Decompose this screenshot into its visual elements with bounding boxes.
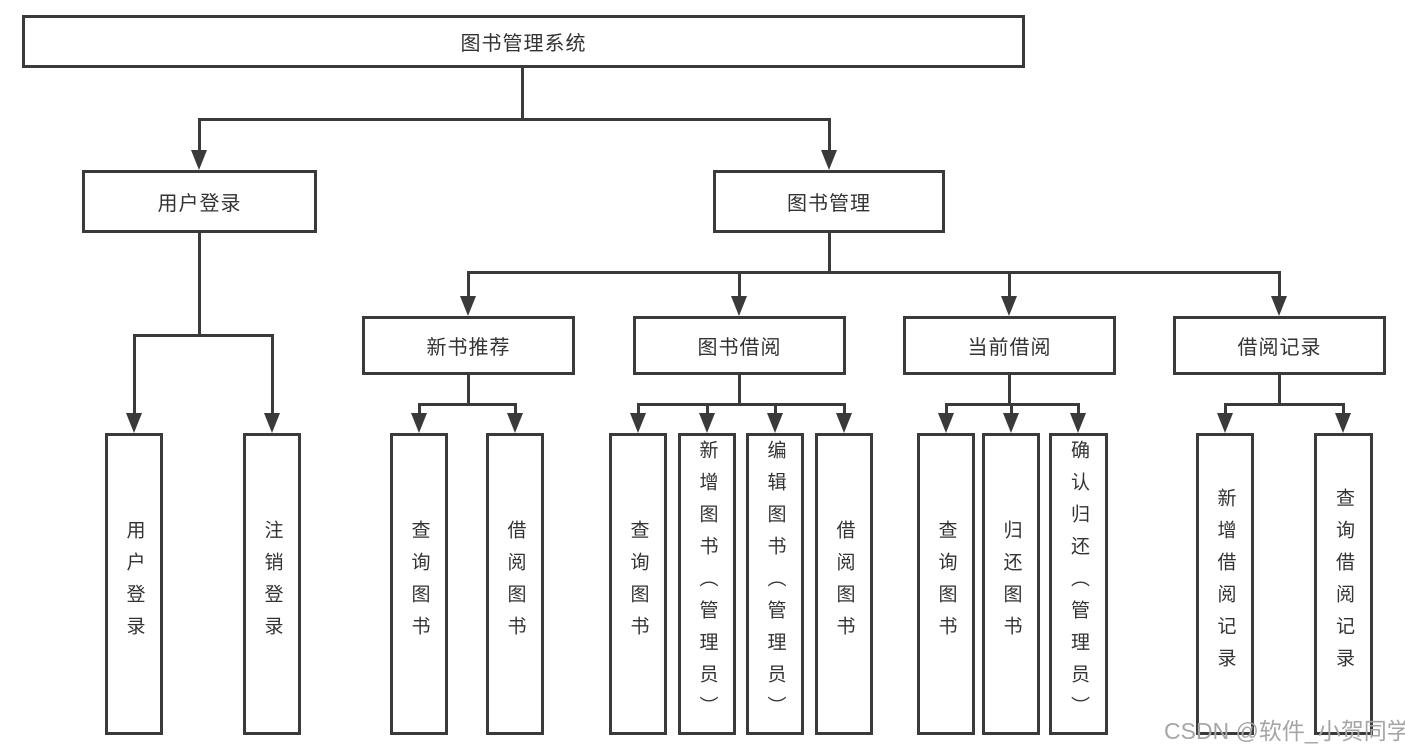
connector-user-login-stem (198, 233, 201, 337)
node-label: 新书推荐 (426, 337, 511, 359)
arrow-down-icon (1217, 413, 1233, 433)
arrow-down-icon (938, 413, 954, 433)
connector-drop (945, 403, 948, 415)
leaf-label: 查询图书 (627, 520, 649, 648)
connector-user-login-horizontal (133, 334, 274, 337)
leaf-label: 查询借阅记录 (1333, 488, 1354, 680)
leaf-label: 查询图书 (408, 520, 430, 648)
connector-drop-new-book (467, 271, 470, 298)
leaf-label: 编辑图书（管理员） (764, 440, 786, 728)
connector-drop-current-borrowing (1008, 271, 1011, 298)
arrow-down-icon (731, 296, 747, 316)
node-current-borrowing: 当前借阅 (903, 316, 1116, 375)
connector-new-book-stem (467, 375, 470, 406)
node-user-login: 用户登录 (82, 170, 317, 233)
connector-drop-book-management (828, 118, 831, 152)
leaf-add-books-admin: 新增图书（管理员） (678, 433, 736, 735)
node-label: 当前借阅 (967, 337, 1052, 359)
leaf-label: 查询图书 (935, 520, 957, 648)
arrow-down-icon (126, 413, 142, 433)
connector-borrowing-records-horizontal (1224, 403, 1344, 406)
node-borrowing-records: 借阅记录 (1173, 316, 1386, 375)
connector-drop-leaf-user-login (133, 334, 136, 415)
connector-current-borrowing-stem (1008, 375, 1011, 406)
arrow-down-icon (1003, 413, 1019, 433)
leaf-borrow-books-recommend: 借阅图书 (486, 433, 544, 735)
arrow-down-icon (507, 413, 523, 433)
connector-drop-leaf-logout (271, 334, 274, 415)
node-label: 用户登录 (157, 193, 242, 215)
arrow-down-icon (767, 413, 783, 433)
arrow-down-icon (411, 413, 427, 433)
leaf-label: 确认归还（管理员） (1068, 440, 1089, 728)
leaf-query-borrow-record: 查询借阅记录 (1314, 433, 1373, 735)
connector-drop (1010, 403, 1013, 415)
connector-book-management-stem (828, 233, 831, 274)
connector-new-book-horizontal (418, 403, 517, 406)
node-label: 图书管理 (787, 193, 871, 215)
leaf-query-books-current: 查询图书 (917, 433, 975, 735)
arrow-down-icon (836, 413, 852, 433)
connector-drop (1224, 403, 1227, 415)
connector-level1-horizontal (198, 118, 831, 121)
leaf-label: 注销登录 (261, 520, 283, 648)
connector-drop (843, 403, 846, 415)
node-label: 图书借阅 (697, 337, 782, 359)
leaf-label: 新增借阅记录 (1214, 488, 1236, 680)
connector-drop (637, 403, 640, 415)
arrow-down-icon (191, 150, 207, 170)
connector-level2-horizontal (467, 271, 1281, 274)
connector-drop (1342, 403, 1345, 415)
arrow-down-icon (821, 150, 837, 170)
node-new-book-recommendation: 新书推荐 (362, 316, 575, 375)
leaf-label: 归还图书 (1000, 520, 1022, 648)
connector-book-borrowing-stem (738, 375, 741, 406)
connector-drop (706, 403, 709, 415)
arrow-down-icon (630, 413, 646, 433)
connector-drop (1077, 403, 1080, 415)
connector-root-stem (521, 67, 524, 119)
arrow-down-icon (1271, 296, 1287, 316)
connector-drop-book-borrowing (738, 271, 741, 298)
arrow-down-icon (1001, 296, 1017, 316)
leaf-borrow-books-borrowing: 借阅图书 (815, 433, 873, 735)
connector-borrowing-records-stem (1278, 375, 1281, 406)
leaf-label: 借阅图书 (833, 520, 855, 648)
connector-drop-borrowing-records (1278, 271, 1281, 298)
arrow-down-icon (699, 413, 715, 433)
arrow-down-icon (1335, 413, 1351, 433)
leaf-label: 用户登录 (123, 520, 145, 648)
connector-book-borrowing-horizontal (637, 403, 846, 406)
leaf-label: 借阅图书 (504, 520, 526, 648)
node-book-borrowing: 图书借阅 (633, 316, 846, 375)
leaf-confirm-return-admin: 确认归还（管理员） (1049, 433, 1108, 735)
connector-drop (774, 403, 777, 415)
connector-drop (514, 403, 517, 415)
arrow-down-icon (264, 413, 280, 433)
leaf-return-books: 归还图书 (982, 433, 1040, 735)
leaf-label: 新增图书（管理员） (696, 440, 718, 728)
leaf-user-login: 用户登录 (105, 433, 163, 735)
node-label: 借阅记录 (1237, 337, 1322, 359)
arrow-down-icon (1070, 413, 1086, 433)
leaf-add-borrow-record: 新增借阅记录 (1196, 433, 1254, 735)
arrow-down-icon (460, 296, 476, 316)
node-label: 图书管理系统 (460, 33, 587, 55)
node-library-management-system: 图书管理系统 (22, 15, 1025, 68)
connector-drop-user-login (198, 118, 201, 152)
leaf-query-books-recommend: 查询图书 (390, 433, 448, 735)
leaf-logout: 注销登录 (243, 433, 301, 735)
csdn-watermark: CSDN @软件_小贺同学 (1164, 718, 1405, 744)
leaf-edit-books-admin: 编辑图书（管理员） (746, 433, 804, 735)
leaf-query-books-borrowing: 查询图书 (609, 433, 667, 735)
node-book-management: 图书管理 (713, 170, 945, 233)
connector-drop (418, 403, 421, 415)
